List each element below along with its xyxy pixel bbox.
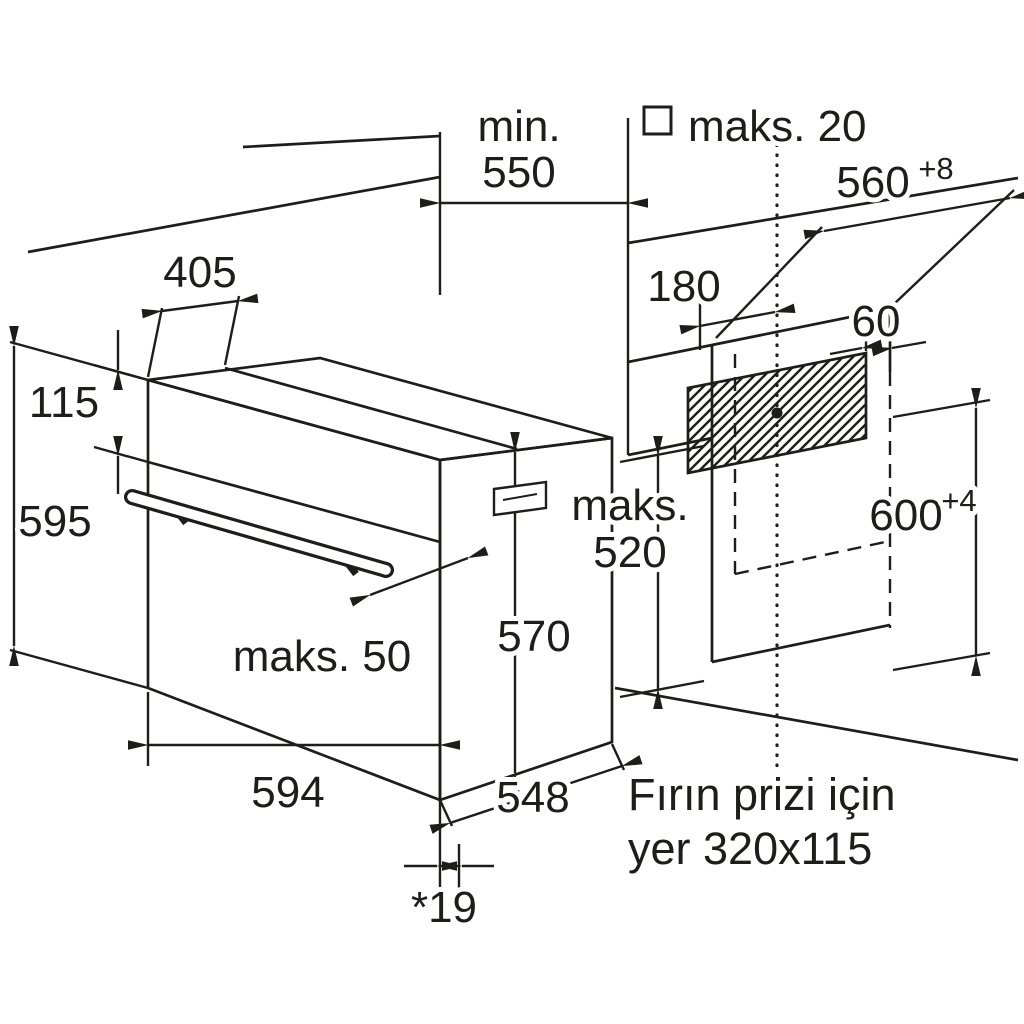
niche-connector-top	[627, 343, 713, 364]
dimension-labels: min. 550 maks. 20 560 +8 405 115 595 180…	[13, 97, 981, 937]
label-niche-width-tolerance: +8	[918, 151, 953, 186]
socket-area	[686, 143, 868, 770]
arrow-60-left	[829, 339, 883, 356]
ext-115-bottom	[93, 445, 149, 464]
control-panel-line	[147, 460, 441, 544]
worktop-back-edge-left	[242, 134, 441, 149]
dim-line-180	[679, 303, 796, 335]
dim-line-560	[803, 189, 1024, 240]
door-handle	[127, 492, 391, 575]
ext-560-left	[715, 226, 823, 339]
side-vent-box	[492, 480, 548, 517]
ext-595-bottom	[9, 648, 149, 690]
label-appliance-width: 594	[251, 768, 324, 817]
ext-520-bottom	[619, 679, 705, 699]
label-front-overhang: *19	[411, 883, 477, 932]
dim-line-548	[429, 755, 643, 834]
niche-back-bottom-hidden	[734, 539, 891, 576]
socket-point	[771, 407, 783, 419]
arrow-60-right	[871, 340, 927, 357]
label-socket-side-offset: 60	[852, 297, 901, 346]
niche-top-edge	[711, 307, 891, 347]
label-niche-height-tolerance: +4	[941, 483, 976, 518]
dim-line-405	[141, 293, 259, 319]
label-socket-offset: 180	[647, 262, 720, 311]
cabinet-bottom-edge	[614, 686, 1019, 762]
oven-front-face	[146, 378, 442, 802]
dimension-lines	[9, 105, 1024, 888]
label-niche-width: 560	[836, 158, 909, 207]
ext-405-front	[146, 307, 164, 378]
label-body-bottom-depth: 548	[496, 773, 569, 822]
worktop-edge-right	[627, 176, 1019, 245]
label-top-depth: 405	[163, 248, 236, 297]
ext-405-back	[223, 295, 241, 366]
gap-square-symbol	[642, 105, 673, 136]
oven-body	[124, 356, 614, 802]
dim-line-50	[349, 546, 489, 607]
label-appliance-height: 595	[18, 497, 91, 546]
worktop-and-cabinet-lines	[27, 118, 1019, 762]
niche-bottom-edge	[711, 623, 891, 664]
label-max-recess-value: 520	[593, 528, 666, 577]
ext-115-top	[93, 363, 149, 382]
label-max-recess-word: maks.	[571, 481, 688, 530]
worktop-front-edge-left	[27, 175, 441, 254]
label-handle-protrusion: maks. 50	[233, 632, 412, 681]
label-panel-height: 115	[29, 378, 99, 427]
label-rear-gap: maks. 20	[688, 102, 867, 151]
label-socket-note-line2: yer 320x115	[628, 823, 872, 874]
label-niche-height: 600	[869, 491, 942, 540]
label-worktop-depth-min: min.	[477, 102, 560, 151]
label-body-depth: 570	[497, 612, 570, 661]
side-vent-slot	[502, 493, 538, 501]
label-worktop-depth-value: 550	[482, 148, 555, 197]
label-socket-note-line1: Fırın prizi için	[628, 769, 896, 820]
oven-top-seam	[224, 366, 518, 451]
